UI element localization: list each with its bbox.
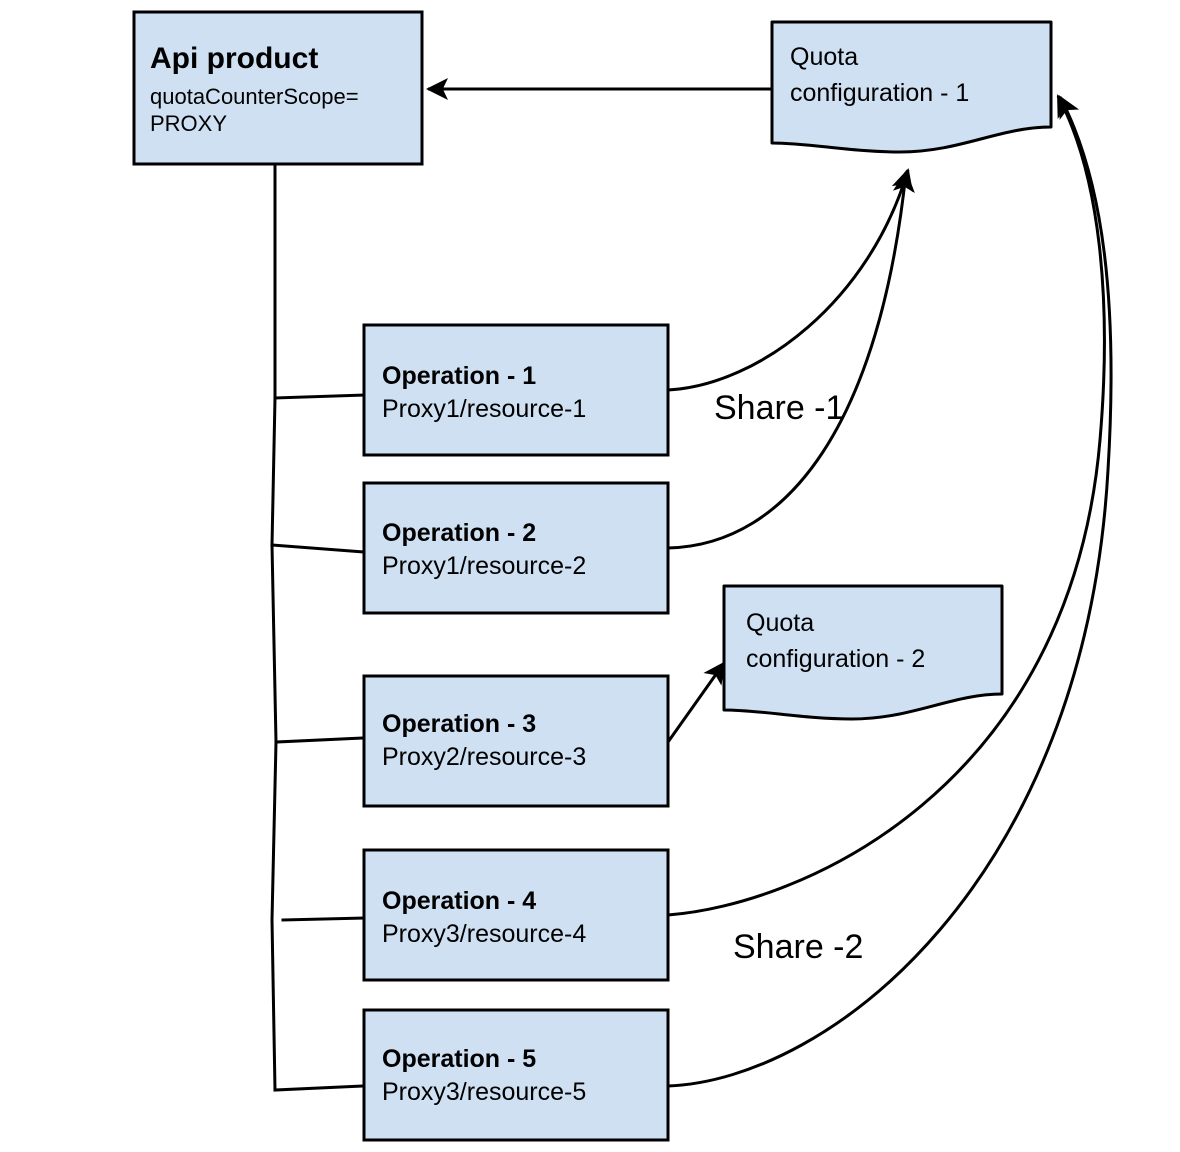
trunk-spine [270,163,278,1092]
node-operation-1[interactable] [362,323,670,457]
edge-op2-to-quota1 [667,170,915,550]
edge-label-share-2: Share -2 [733,928,864,966]
node-operation-4[interactable] [362,848,670,982]
trunk-edge-group [270,163,366,1092]
node-api-product[interactable] [132,10,424,166]
trunk-branch-op3 [274,736,366,744]
trunk-branch-op1 [273,393,366,400]
node-operation-5[interactable] [362,1008,670,1142]
node-quota-configuration-1[interactable] [770,20,1053,154]
edge-op4-to-quota1 [667,94,1106,917]
node-quota-configuration-2[interactable] [722,584,1004,721]
edge-op5-to-quota1 [667,95,1113,1088]
trunk-branch-op5 [273,1084,366,1092]
edge-op3-to-quota2 [666,661,726,743]
node-operation-3[interactable] [362,674,670,808]
node-operation-2[interactable] [362,481,670,615]
trunk-branch-op2 [270,543,366,554]
edge-op1-to-quota1 [667,168,913,392]
edge-label-share-1: Share -1 [714,389,845,427]
trunk-branch-op4 [281,916,366,922]
